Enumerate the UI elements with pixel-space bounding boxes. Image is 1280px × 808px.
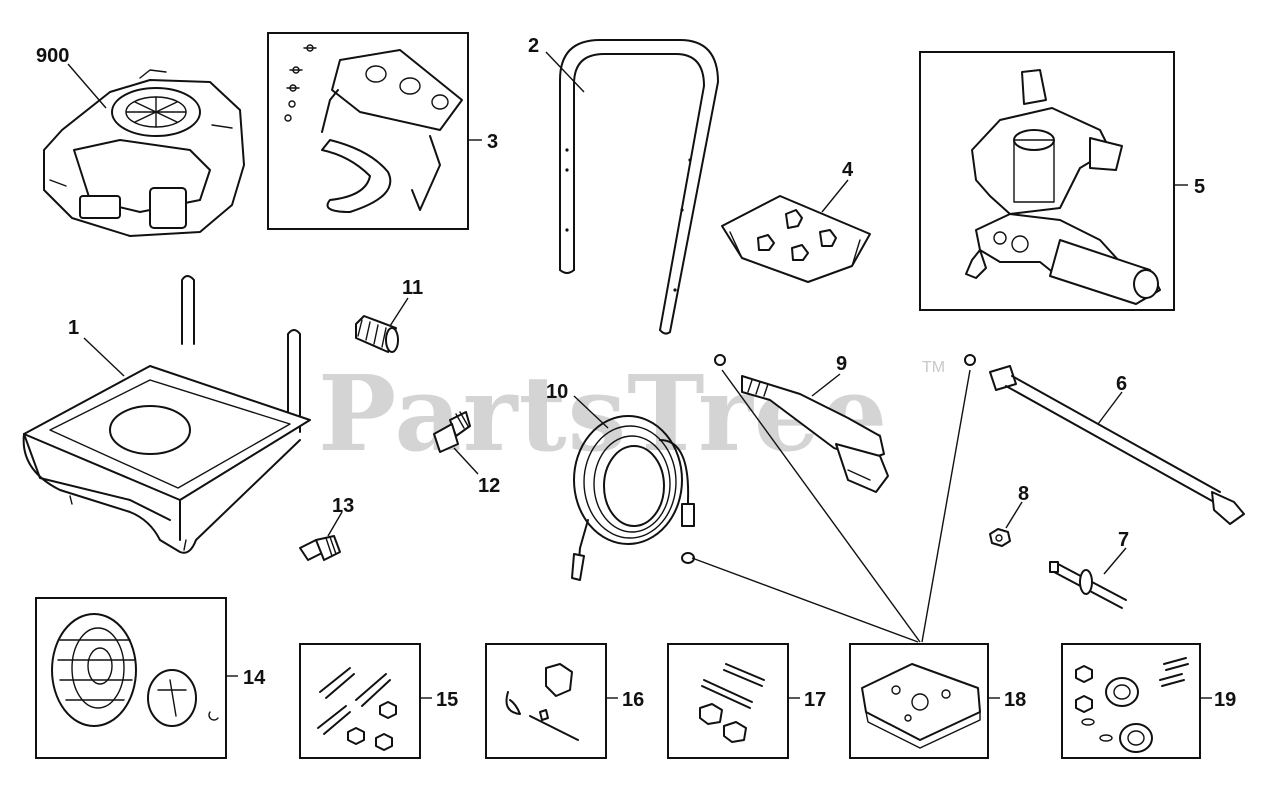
part-axle[interactable] bbox=[1049, 561, 1127, 609]
part-plug-13[interactable] bbox=[299, 535, 341, 561]
part-panel-18[interactable] bbox=[861, 663, 981, 749]
part-nut[interactable] bbox=[989, 528, 1011, 547]
box-part-17 bbox=[667, 643, 789, 759]
part-spray-gun[interactable] bbox=[714, 354, 889, 493]
part-handle[interactable] bbox=[559, 39, 719, 335]
watermark-trademark: TM bbox=[922, 359, 945, 376]
part-wand[interactable] bbox=[964, 354, 1245, 525]
part-kit-17[interactable] bbox=[699, 663, 765, 743]
part-bolt-kit-15[interactable] bbox=[317, 667, 397, 751]
callout-3: 3 bbox=[487, 131, 498, 153]
part-kit-19[interactable] bbox=[1075, 657, 1189, 753]
part-fitting-11[interactable] bbox=[355, 315, 399, 353]
callout-11: 11 bbox=[402, 277, 423, 299]
callout-8: 8 bbox=[1018, 483, 1029, 505]
callout-10: 10 bbox=[546, 381, 568, 403]
callout-1: 1 bbox=[68, 317, 79, 339]
part-fitting-12[interactable] bbox=[433, 411, 471, 453]
part-hardware-bag[interactable] bbox=[721, 195, 871, 283]
part-wheel[interactable] bbox=[51, 613, 219, 727]
callout-9: 9 bbox=[836, 353, 847, 375]
callout-17: 17 bbox=[804, 689, 826, 711]
callout-5: 5 bbox=[1194, 176, 1205, 198]
part-kit-16[interactable] bbox=[505, 663, 579, 741]
callout-15: 15 bbox=[436, 689, 458, 711]
part-hose[interactable] bbox=[571, 415, 695, 581]
part-frame[interactable] bbox=[22, 275, 311, 554]
callout-4: 4 bbox=[842, 159, 854, 181]
callout-16: 16 bbox=[622, 689, 644, 711]
callout-12: 12 bbox=[478, 475, 500, 497]
callout-14: 14 bbox=[243, 667, 266, 689]
box-part-16 bbox=[485, 643, 607, 759]
part-pump-bracket[interactable] bbox=[284, 44, 463, 213]
callout-18: 18 bbox=[1004, 689, 1026, 711]
part-engine[interactable] bbox=[43, 69, 245, 237]
callout-13: 13 bbox=[332, 495, 354, 517]
part-pump[interactable] bbox=[965, 69, 1161, 305]
callout-2: 2 bbox=[528, 35, 539, 57]
callout-19: 19 bbox=[1214, 689, 1236, 711]
callout-7: 7 bbox=[1118, 529, 1129, 551]
callout-900: 900 bbox=[36, 45, 69, 67]
callout-6: 6 bbox=[1116, 373, 1127, 395]
